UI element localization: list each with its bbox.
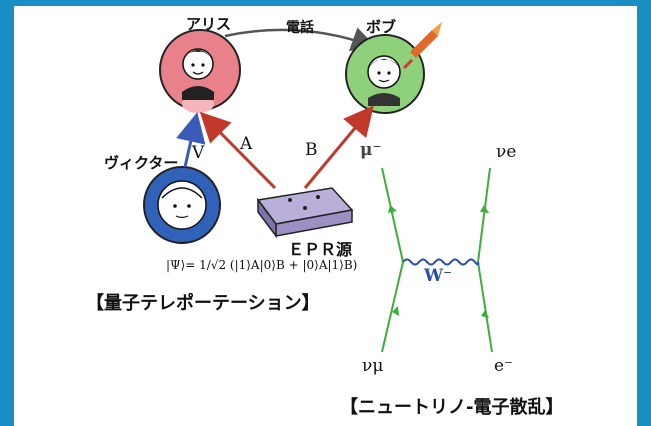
neutrino-caption: 【ニュートリノ-電子散乱】	[340, 397, 564, 418]
nu-mu-line	[381, 261, 404, 353]
teleportation-caption: 【量子テレポーテーション】	[86, 293, 320, 314]
muon-line	[381, 167, 404, 263]
phone-arrow	[224, 27, 377, 51]
epr-source-box	[256, 187, 354, 239]
alice-node	[159, 29, 241, 113]
victor-node	[143, 166, 221, 244]
bob-face-icon	[367, 55, 401, 89]
epr-label: ＥＰＲ源	[288, 240, 353, 259]
right-frame-bar	[637, 0, 651, 426]
phone-label: 電話	[286, 20, 314, 36]
top-frame-bar	[0, 0, 651, 6]
w-boson-wave	[402, 258, 480, 266]
nu-mu-label: νμ	[362, 356, 384, 376]
left-frame-bar	[0, 0, 14, 426]
w-label: W⁻	[424, 266, 453, 286]
rocket-icon	[402, 22, 442, 70]
victor-face-icon	[157, 180, 207, 230]
victor-arrow	[176, 112, 206, 168]
alice-face-icon	[182, 48, 214, 80]
nu-e-label: νe	[496, 142, 517, 162]
nu-e-line	[477, 167, 491, 263]
bob-node	[345, 34, 425, 114]
electron-label: e⁻	[494, 356, 514, 376]
mu-label: μ⁻	[360, 140, 382, 160]
a-label: A	[240, 134, 253, 154]
bob-label: ボブ	[366, 18, 397, 36]
epr-to-bob-arrow	[303, 105, 374, 189]
v-label: V	[192, 143, 205, 163]
alice-label: アリス	[186, 15, 232, 33]
feynman-diagram	[381, 167, 493, 353]
epr-to-alice-arrow	[199, 111, 277, 190]
victor-label: ヴィクター	[104, 154, 179, 172]
b-label: B	[305, 140, 318, 160]
electron-line	[477, 261, 493, 353]
state-formula: |Ψ⟩= 1/√2 (|1⟩A|0⟩B + |0⟩A|1⟩B)	[166, 258, 358, 272]
